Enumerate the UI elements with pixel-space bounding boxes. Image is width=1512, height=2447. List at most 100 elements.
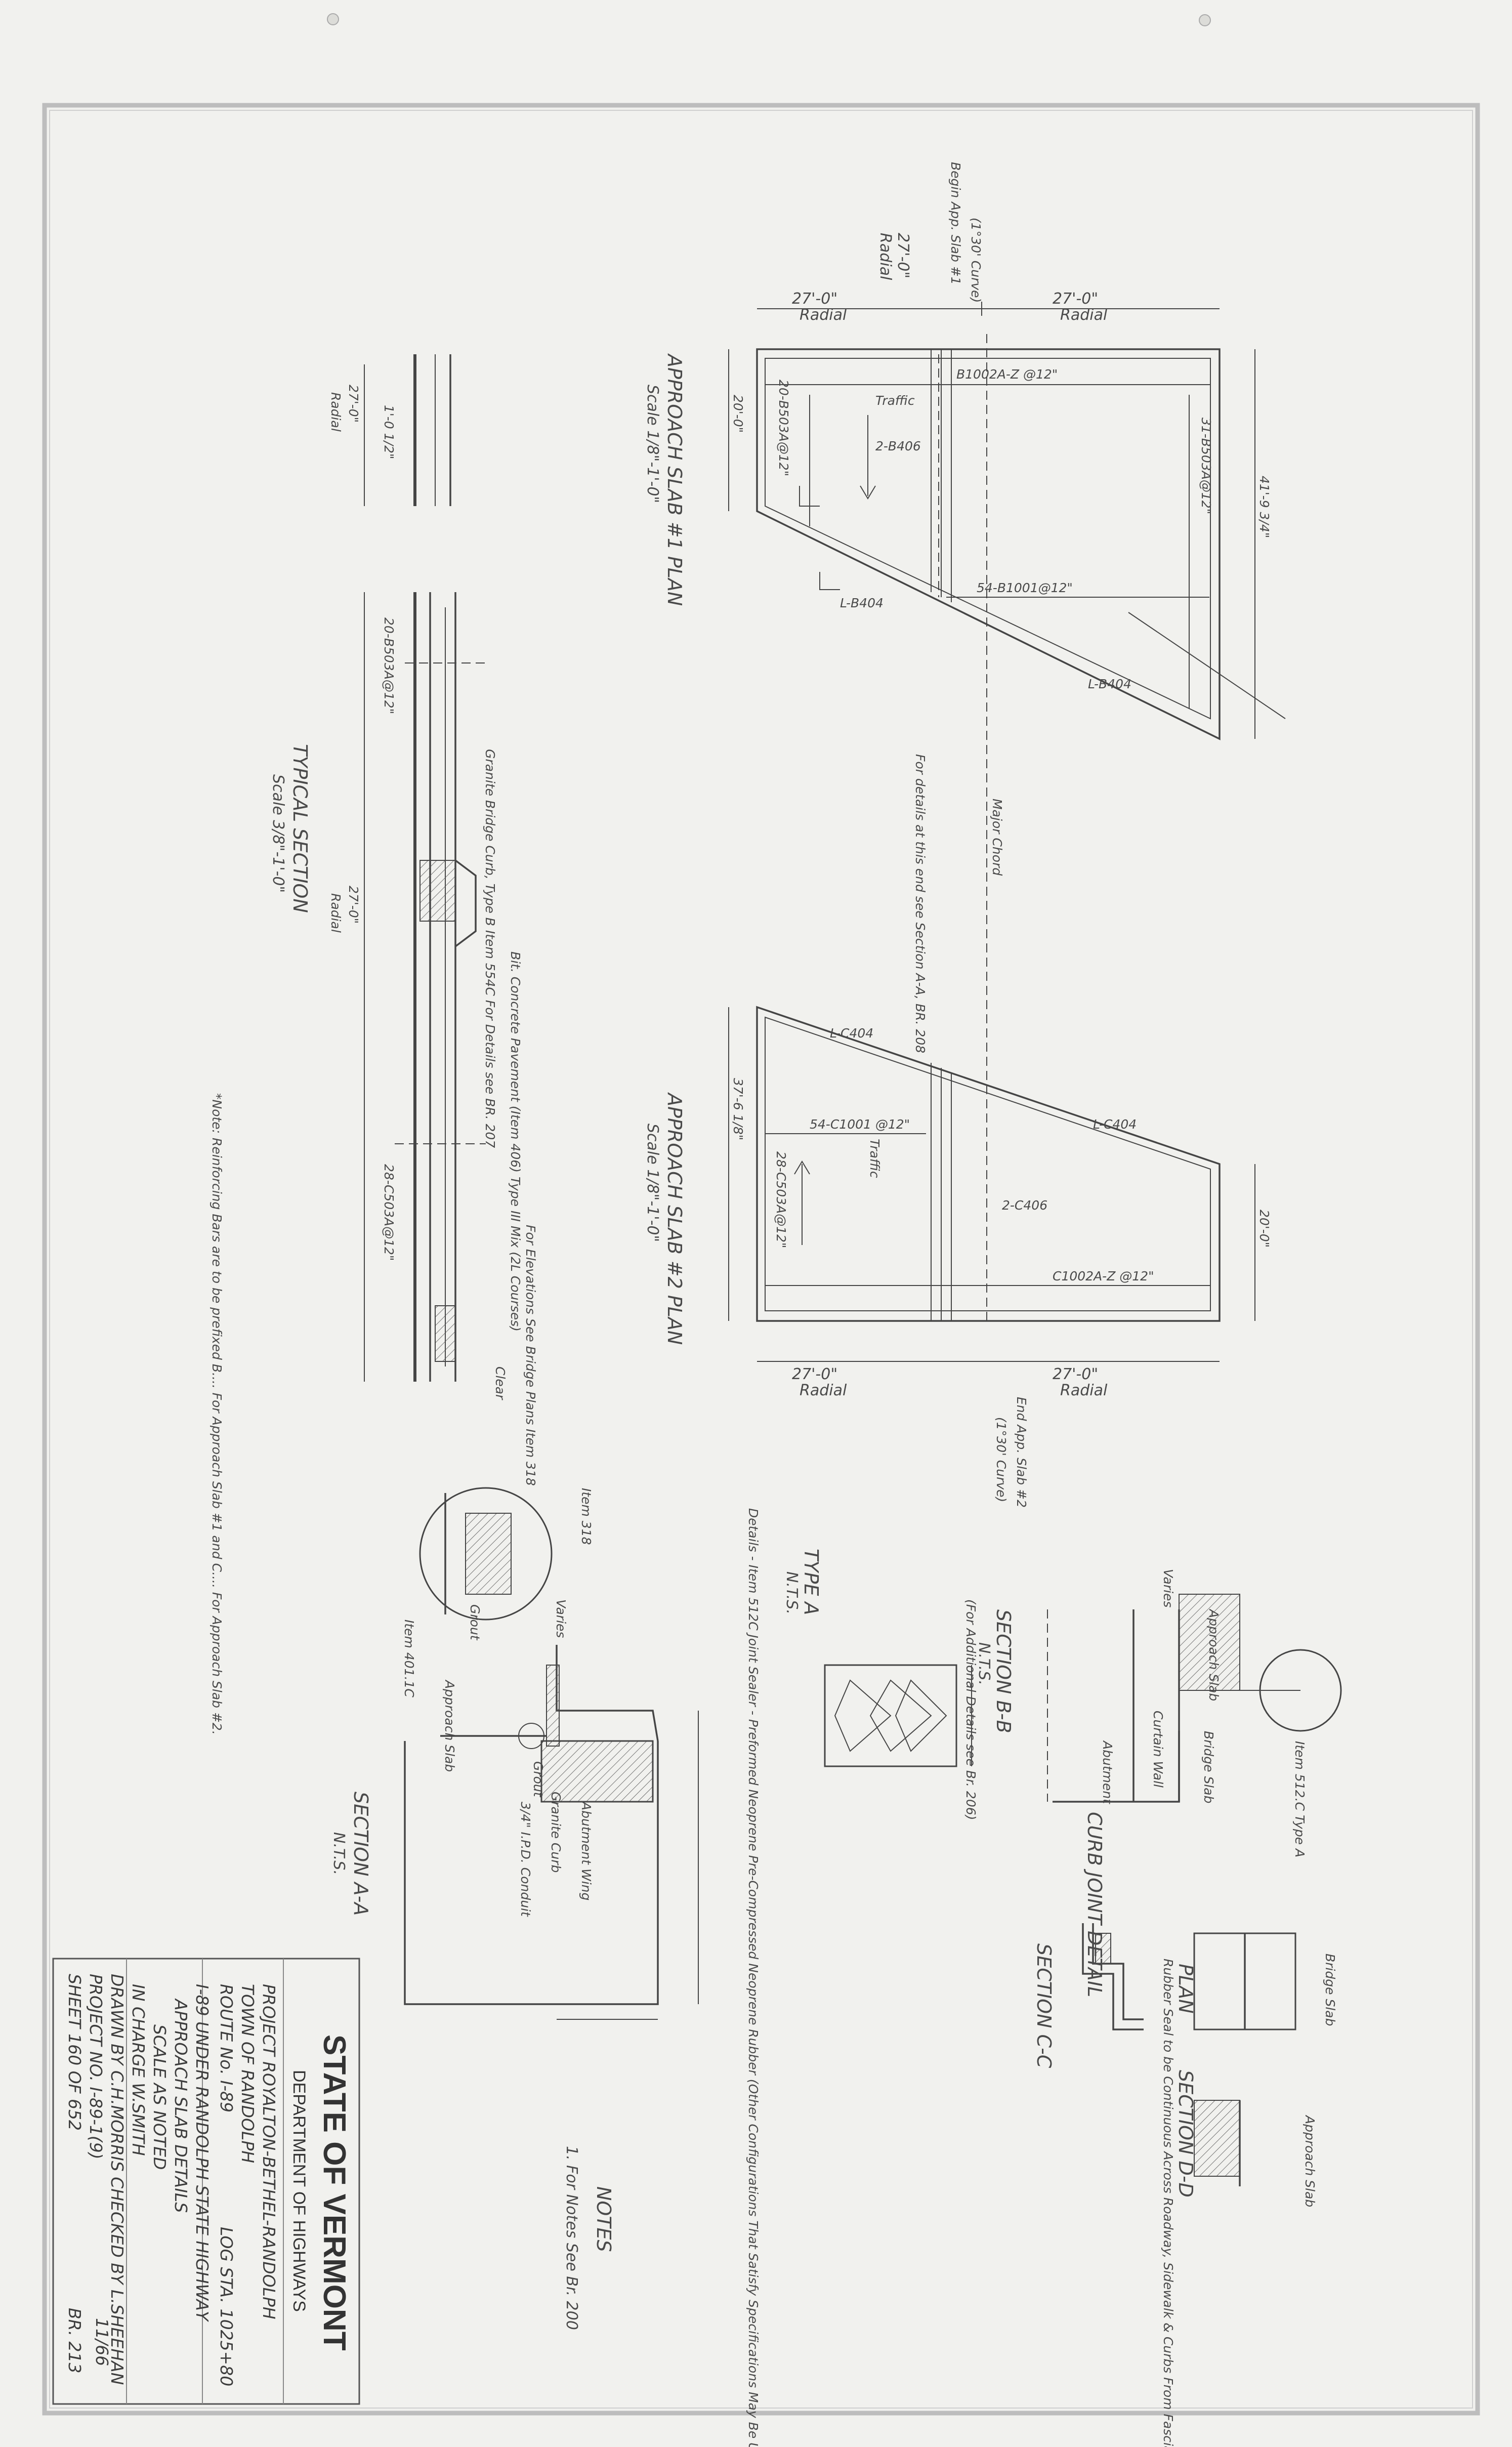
slab1-bar-l-label-2: L-B404	[1088, 677, 1131, 691]
slab1-dim-41: 41'-9 3/4"	[1257, 476, 1272, 538]
typical-granite-curb-note: Granite Bridge Curb, Type B Item 554C Fo…	[483, 749, 497, 1148]
section-aa-abutment-top	[556, 1645, 659, 1741]
section-aa-conduit	[518, 1723, 544, 1749]
slab2-end-label: End App. Slab #2	[1014, 1397, 1029, 1508]
slab1-radial-a: Radial	[800, 306, 847, 324]
section-aa-detail-hatch	[465, 1513, 512, 1595]
rebar-prefix-note: *Note: Reinforcing Bars are to be prefix…	[209, 1093, 224, 1735]
tb-town: TOWN OF RANDOLPH	[238, 1984, 258, 2163]
slab1-dim-27-a: 27'-0"	[792, 290, 837, 308]
slab1-dim-27-b: 27'-0"	[1053, 290, 1098, 308]
binder-hole-right	[1199, 14, 1211, 26]
tb-structure: I-89 UNDER RANDOLPH STATE HIGHWAY	[192, 1984, 212, 2322]
tb-drawn-checked: DRAWN BY C.H.MORRIS CHECKED BY L.SHEEHAN	[107, 1974, 127, 2385]
slab2-traffic-label: Traffic	[867, 1139, 882, 1178]
typical-title: TYPICAL SECTION	[289, 744, 311, 913]
section-aa-detail-circle	[419, 1487, 553, 1621]
section-cc	[1082, 1923, 1144, 2030]
typical-edge-curb	[435, 1305, 456, 1362]
section-bb-varies-label: Varies	[1161, 1569, 1175, 1607]
slab1-text: 27'-0" Radial	[876, 233, 912, 280]
section-bb-approach-label: Approach Slab	[1206, 1608, 1221, 1701]
section-cc-profile	[1082, 1923, 1144, 2030]
notes-text: 1. For Notes See Br. 200	[563, 2146, 580, 2330]
slab2-bar-l-label-2: L-C404	[1093, 1117, 1137, 1132]
section-bb-bridge-label: Bridge Slab	[1201, 1731, 1216, 1803]
typical-bar-label-2: 28-C503A@12"	[382, 1164, 396, 1261]
slab1-bar-b1001-label: 54-B1001@12"	[977, 580, 1073, 595]
tb-scale: SCALE AS NOTED	[150, 2024, 170, 2170]
section-aa-granite-curb	[540, 1740, 654, 1803]
slab2-radial-a: Radial	[800, 1382, 847, 1399]
sheet-border	[42, 103, 1480, 2416]
slab1-section-mark-2	[819, 572, 840, 590]
tb-department: DEPARTMENT OF HIGHWAYS	[289, 2070, 309, 2312]
section-bb-item512-label: Item 512.C Type A	[1292, 1741, 1307, 1857]
slab2-bar-c406-label: 2-C406	[1002, 1198, 1047, 1213]
approach-slab-2-plan	[728, 1006, 1255, 1362]
slab2-rebar-outline	[765, 1016, 1211, 1311]
section-bb-curtain-label: Curtain Wall	[1151, 1711, 1165, 1788]
slab2-dim-20: 20'-0"	[1257, 1210, 1272, 1248]
section-bb-base	[1053, 1731, 1180, 1803]
title-block	[52, 1958, 360, 2405]
section-bb	[1047, 1594, 1342, 1803]
rubber-seal-note: Rubber Seal to be Continuous Across Road…	[1161, 1959, 1175, 2447]
section-cc-seal	[1095, 1933, 1111, 1964]
slab1-traffic-label: Traffic	[875, 393, 915, 408]
sheet-border-inner	[49, 110, 1473, 2409]
slab2-dim-27-a: 27'-0"	[792, 1365, 837, 1383]
plan1-title: APPROACH SLAB #1 PLAN	[663, 353, 686, 606]
typical-clear-label: Clear	[493, 1366, 508, 1400]
slab1-dim-20: 20'-0"	[731, 395, 745, 433]
details-note: For details at this end see Section A-A,…	[913, 754, 928, 1053]
type-a-outline	[824, 1664, 957, 1767]
section-aa-wing-label: Abutment Wing	[579, 1801, 594, 1900]
section-aa-item318-label: Item 318	[579, 1488, 594, 1545]
section-cc-profile-inner	[1092, 1923, 1144, 2020]
type-a-title: TYPE A	[800, 1549, 822, 1615]
typical-radial-upper: Radial	[328, 392, 343, 432]
type-a-description: Details - Item 512C Joint Sealer - Prefo…	[746, 1508, 761, 2447]
section-cc-title: SECTION C-C	[1033, 1943, 1055, 2068]
curb-joint-title: CURB JOINT DETAIL	[1083, 1812, 1106, 1997]
slab1-radial-b: Radial	[1060, 306, 1108, 324]
section-aa-grout-label: Grout	[531, 1761, 545, 1798]
section-bb-nts: N.T.S.	[975, 1642, 993, 1685]
slab2-dim-27-b: 27'-0"	[1053, 1365, 1098, 1383]
tb-project: PROJECT ROYALTON-BETHEL-RANDOLPH	[259, 1984, 279, 2319]
approach-slab-1-plan	[728, 302, 1286, 740]
section-dd-bridge-label: Bridge Slab	[1323, 1954, 1337, 2026]
section-dd	[1193, 1932, 1296, 2186]
typical-section: 1'-0 1/2"	[364, 354, 486, 1382]
section-bb-bridge-slab	[1179, 1594, 1240, 1691]
tb-sheet-no: SHEET 160 OF 652	[65, 1974, 85, 2131]
plan1-scale: Scale 1/8"-1'-0"	[644, 385, 661, 503]
section-aa-approach-slab	[546, 1665, 560, 1747]
tb-project-no: PROJECT NO. I-89-1(9)	[86, 1974, 106, 2160]
typical-bar-label-1: 20-B503A@12"	[382, 617, 396, 714]
title-block-frame	[52, 1958, 360, 2405]
typical-dim-27: 27'-0"	[346, 886, 361, 924]
section-aa-varies-label: Varies	[554, 1599, 568, 1638]
section-aa-curb-label: Granite Curb	[549, 1792, 563, 1873]
major-chord-label: Major Chord	[990, 799, 1004, 876]
typical-bitconc-note: Bit. Concrete Pavement (Item 406) Type I…	[508, 951, 523, 1332]
slab1-rebar-outline	[765, 358, 1211, 720]
slab2-bar-c503-label: 28-C503A@12"	[774, 1151, 788, 1248]
section-bb-title: SECTION B-B	[992, 1609, 1015, 1733]
binder-hole-left	[327, 13, 339, 25]
tb-date: 11/66	[92, 2318, 112, 2366]
tb-sheet-title: APPROACH SLAB DETAILS	[171, 1998, 191, 2213]
slab1-curve-label: (1°30' Curve)	[969, 218, 983, 303]
section-aa-conduit-label: 3/4" I.P.D. Conduit	[518, 1802, 533, 1917]
slab2-bar-c1002-label: C1002A-Z @12"	[1053, 1269, 1154, 1283]
tb-log-sta: LOG STA. 1025+80	[217, 2227, 236, 2386]
typical-granite-curb	[419, 860, 456, 922]
type-a-cell-1	[834, 1679, 892, 1752]
section-aa-wing-outline	[404, 1741, 659, 2005]
section-bb-abutment-label: Abutment	[1100, 1740, 1115, 1804]
section-aa-nts: N.T.S.	[330, 1832, 348, 1875]
plan-small-title: PLAN	[1174, 1964, 1197, 2014]
